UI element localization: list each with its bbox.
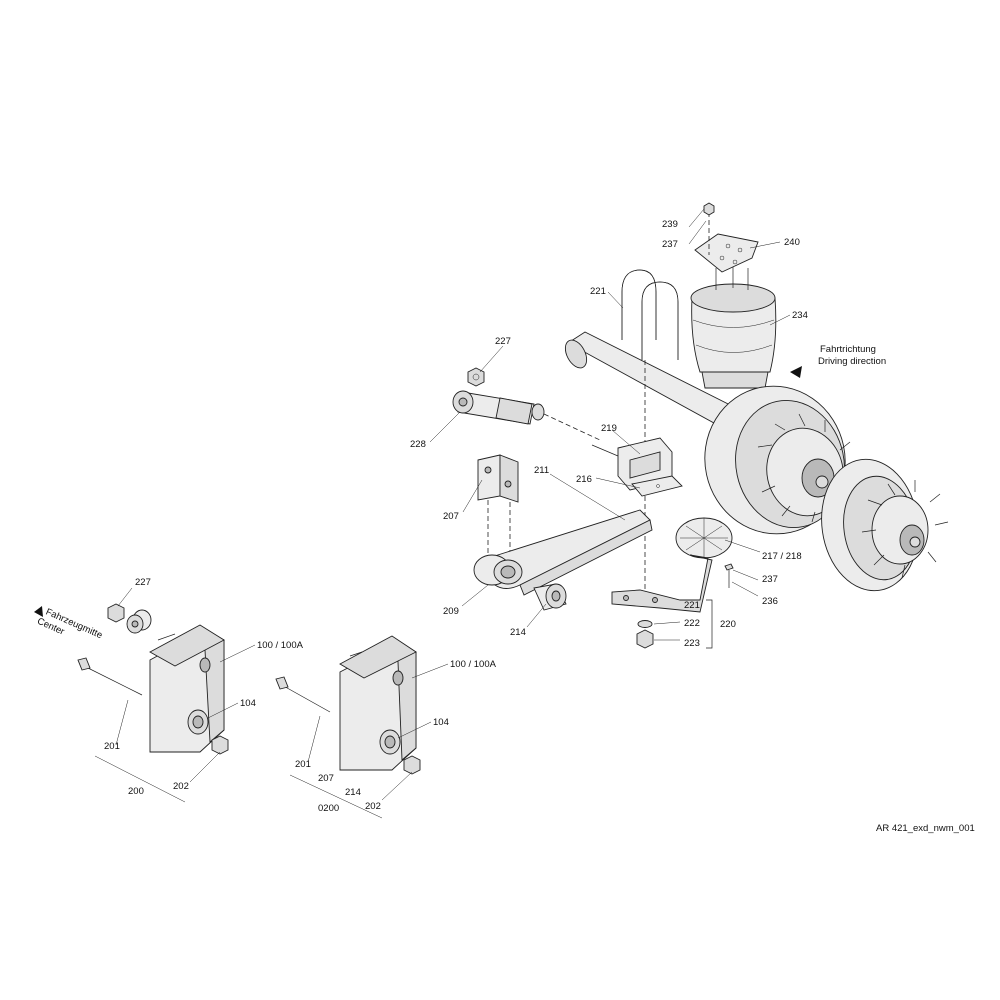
center-arrow: [34, 606, 43, 617]
nut-239: [703, 202, 715, 216]
label-236: 236: [762, 596, 778, 607]
label-201-right: 201: [295, 759, 311, 770]
nut-202-right: [403, 755, 421, 775]
brake-disc: [821, 458, 949, 592]
label-100-left: 100 / 100A: [257, 640, 304, 651]
label-221-bottom: 221: [684, 600, 700, 611]
label-217-218: 217 / 218: [762, 551, 802, 562]
label-200: 200: [128, 786, 144, 797]
u-bolts: [621, 269, 679, 600]
label-0200: 0200: [318, 803, 339, 814]
label-237-top: 237: [662, 239, 678, 250]
label-239: 239: [662, 219, 678, 230]
drawing-id: AR 421_exd_nwm_001: [876, 823, 975, 834]
driving-direction-de: Fahrtrichtung: [820, 344, 876, 355]
label-220: 220: [720, 619, 736, 630]
label-104-left: 104: [240, 698, 256, 709]
top-plate: [694, 212, 759, 273]
label-214-top: 214: [510, 627, 526, 638]
label-234: 234: [792, 310, 808, 321]
shock-absorber: [452, 390, 601, 441]
label-227-top: 227: [495, 336, 511, 347]
driving-direction-arrow: [790, 366, 802, 378]
label-222: 222: [684, 618, 700, 629]
axle-beam: [564, 331, 761, 441]
label-100-right: 100 / 100A: [450, 659, 497, 670]
label-201-left: 201: [104, 741, 120, 752]
bracket-207: [477, 454, 519, 562]
label-221-top: 221: [590, 286, 606, 297]
label-214-bottom: 214: [345, 787, 361, 798]
label-202-right: 202: [365, 801, 381, 812]
hanger-bracket-left: [77, 624, 225, 753]
brake-drum: [704, 385, 857, 535]
label-207-bottom: 207: [318, 773, 334, 784]
nut-227-upper: [467, 367, 485, 387]
label-237-bottom: 237: [762, 574, 778, 585]
nut-223: [636, 629, 654, 649]
part-labels: 239 237 240 221 234 227 228 219 211 216 …: [104, 219, 808, 814]
label-104-right: 104: [433, 717, 449, 728]
vehicle-center-note: Fahrzeugmitte Center: [35, 607, 103, 642]
air-spring-pedestal: [611, 517, 733, 613]
label-216: 216: [576, 474, 592, 485]
label-223: 223: [684, 638, 700, 649]
label-228: 228: [410, 439, 426, 450]
leader-lines: [94, 208, 791, 819]
label-211: 211: [534, 465, 549, 476]
bolt-236: [724, 563, 734, 588]
washer-222: [637, 620, 653, 628]
label-209: 209: [443, 606, 459, 617]
label-240: 240: [784, 237, 800, 248]
driving-direction-en: Driving direction: [818, 356, 886, 367]
bushing-214: [533, 583, 567, 611]
driving-direction-note: Fahrtrichtung Driving direction: [818, 344, 886, 367]
hanger-bracket-right: [275, 635, 417, 771]
label-219: 219: [601, 423, 617, 434]
bush-227-left: [107, 603, 152, 634]
label-207-top: 207: [443, 511, 459, 522]
label-227-left: 227: [135, 577, 151, 588]
group-bracket-220: [706, 599, 713, 649]
air-spring: [690, 266, 777, 389]
nut-202-left: [211, 735, 229, 755]
label-202-left: 202: [173, 781, 189, 792]
disc-wheel-studs: [861, 480, 949, 579]
trailing-arm: [473, 509, 653, 596]
spring-plate: [631, 475, 683, 497]
